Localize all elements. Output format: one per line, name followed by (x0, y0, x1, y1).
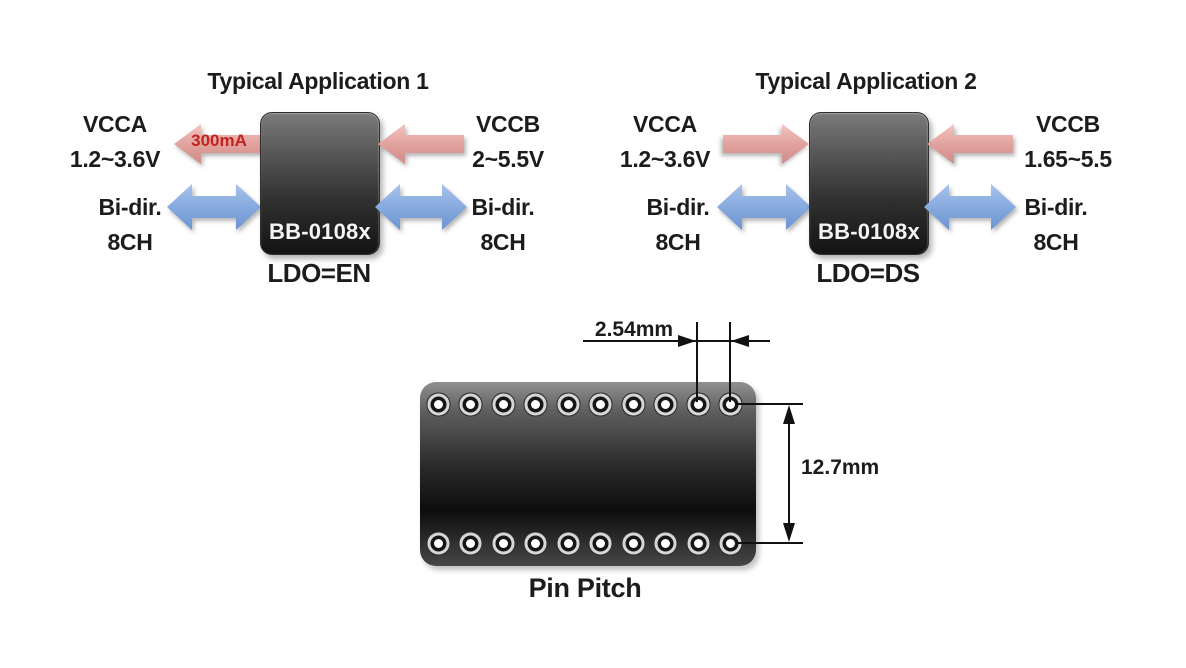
app2-right-bus-channels: 8CH (1033, 229, 1079, 255)
app1-current-label: 300mA (191, 131, 247, 150)
pin-hole (531, 539, 541, 548)
pin-hole (531, 400, 541, 409)
app1-ldo-label: LDO=EN (267, 258, 371, 288)
pin-hole (628, 539, 638, 548)
pin-hole (498, 400, 508, 409)
app1-right-bus-label: Bi-dir. (471, 194, 535, 220)
pin-hole (466, 400, 476, 409)
pin-hole (466, 539, 476, 548)
app2-left-bus-channels: 8CH (655, 229, 701, 255)
app2-right-bus-arrow-icon (924, 184, 1016, 230)
pin-hole (693, 539, 703, 548)
pin-hole (498, 539, 508, 548)
pin-hole (661, 400, 671, 409)
app2-left-bus-arrow-icon (717, 184, 811, 230)
app1-title: Typical Application 1 (207, 68, 429, 94)
app2-vccb-supply-arrow-icon (927, 124, 1013, 164)
pin-hole (563, 539, 573, 548)
pin-hole (725, 400, 735, 409)
app1-vccb-range: 2~5.5V (472, 146, 544, 172)
app1-right-bus-channels: 8CH (480, 229, 526, 255)
app2-vccb-range: 1.65~5.5 (1024, 146, 1112, 172)
app2-vcca-name: VCCA (633, 111, 697, 137)
vertical-pitch-dimension-label: 12.7mm (801, 456, 880, 479)
app1-vccb-supply-arrow-icon (378, 124, 464, 164)
horizontal-pitch-dimension-label: 2.54mm (594, 318, 674, 341)
app1-vcca-range: 1.2~3.6V (69, 146, 161, 172)
app2-vcca-supply-arrow-icon (723, 124, 809, 164)
app1-chip: BB-0108x (260, 112, 380, 255)
pin-hole (693, 400, 703, 409)
app2-left-bus-label: Bi-dir. (646, 194, 710, 220)
app2-vcca-range: 1.2~3.6V (619, 146, 711, 172)
app1-vccb-name: VCCB (476, 111, 540, 137)
app2-ldo-label: LDO=DS (816, 258, 920, 288)
pin-hole (725, 539, 735, 548)
app1-right-bus-arrow-icon (375, 184, 467, 230)
app2-vccb-name: VCCB (1036, 111, 1100, 137)
app2-title: Typical Application 2 (755, 68, 977, 94)
app2-chip-label: BB-0108x (818, 219, 920, 244)
pin-hole (628, 400, 638, 409)
app2-right-bus-label: Bi-dir. (1024, 194, 1088, 220)
pin-board (420, 382, 756, 566)
app1-vcca-name: VCCA (83, 111, 147, 137)
pin-hole (434, 400, 443, 409)
pin-hole (596, 539, 606, 548)
pin-hole (596, 400, 606, 409)
pin-hole (434, 539, 443, 548)
app1-vcca-supply-arrow-icon (174, 124, 262, 164)
app1-left-bus-label: Bi-dir. (98, 194, 162, 220)
app1-chip-label: BB-0108x (269, 219, 371, 244)
app2-chip: BB-0108x (809, 112, 929, 255)
pin-pitch-title: Pin Pitch (528, 573, 642, 603)
pin-hole (661, 539, 671, 548)
app1-left-bus-channels: 8CH (107, 229, 153, 255)
app1-left-bus-arrow-icon (167, 184, 261, 230)
pin-hole (563, 400, 573, 409)
